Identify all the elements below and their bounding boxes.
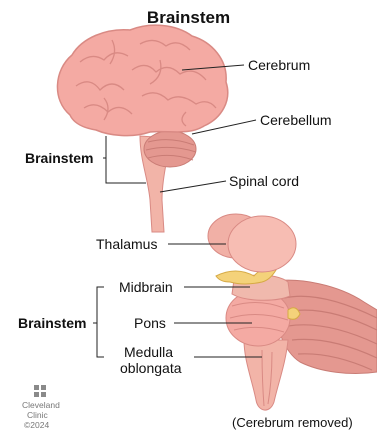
label-cerebrum: Cerebrum <box>248 58 310 72</box>
bottom-thalamus <box>228 216 296 272</box>
top-cerebrum <box>57 25 227 135</box>
label-thalamus: Thalamus <box>96 237 157 251</box>
label-brainstem-bottom: Brainstem <box>18 316 86 330</box>
label-midbrain: Midbrain <box>119 280 173 294</box>
caption-cerebrum-removed: (Cerebrum removed) <box>232 416 353 429</box>
label-cerebellum: Cerebellum <box>260 113 332 127</box>
bottom-medulla <box>244 340 288 410</box>
bottom-brainstem-figure <box>208 214 377 410</box>
label-medulla: Medulla <box>124 345 173 359</box>
cleveland-clinic-logo-icon <box>34 385 46 397</box>
label-brainstem-top: Brainstem <box>25 151 93 165</box>
label-pons: Pons <box>134 316 166 330</box>
label-spinal-cord: Spinal cord <box>229 174 299 188</box>
top-brain-figure <box>57 25 227 232</box>
label-oblongata: oblongata <box>120 361 182 375</box>
diagram-title: Brainstem <box>0 9 377 26</box>
logo-line-3: ©2024 <box>24 421 49 431</box>
